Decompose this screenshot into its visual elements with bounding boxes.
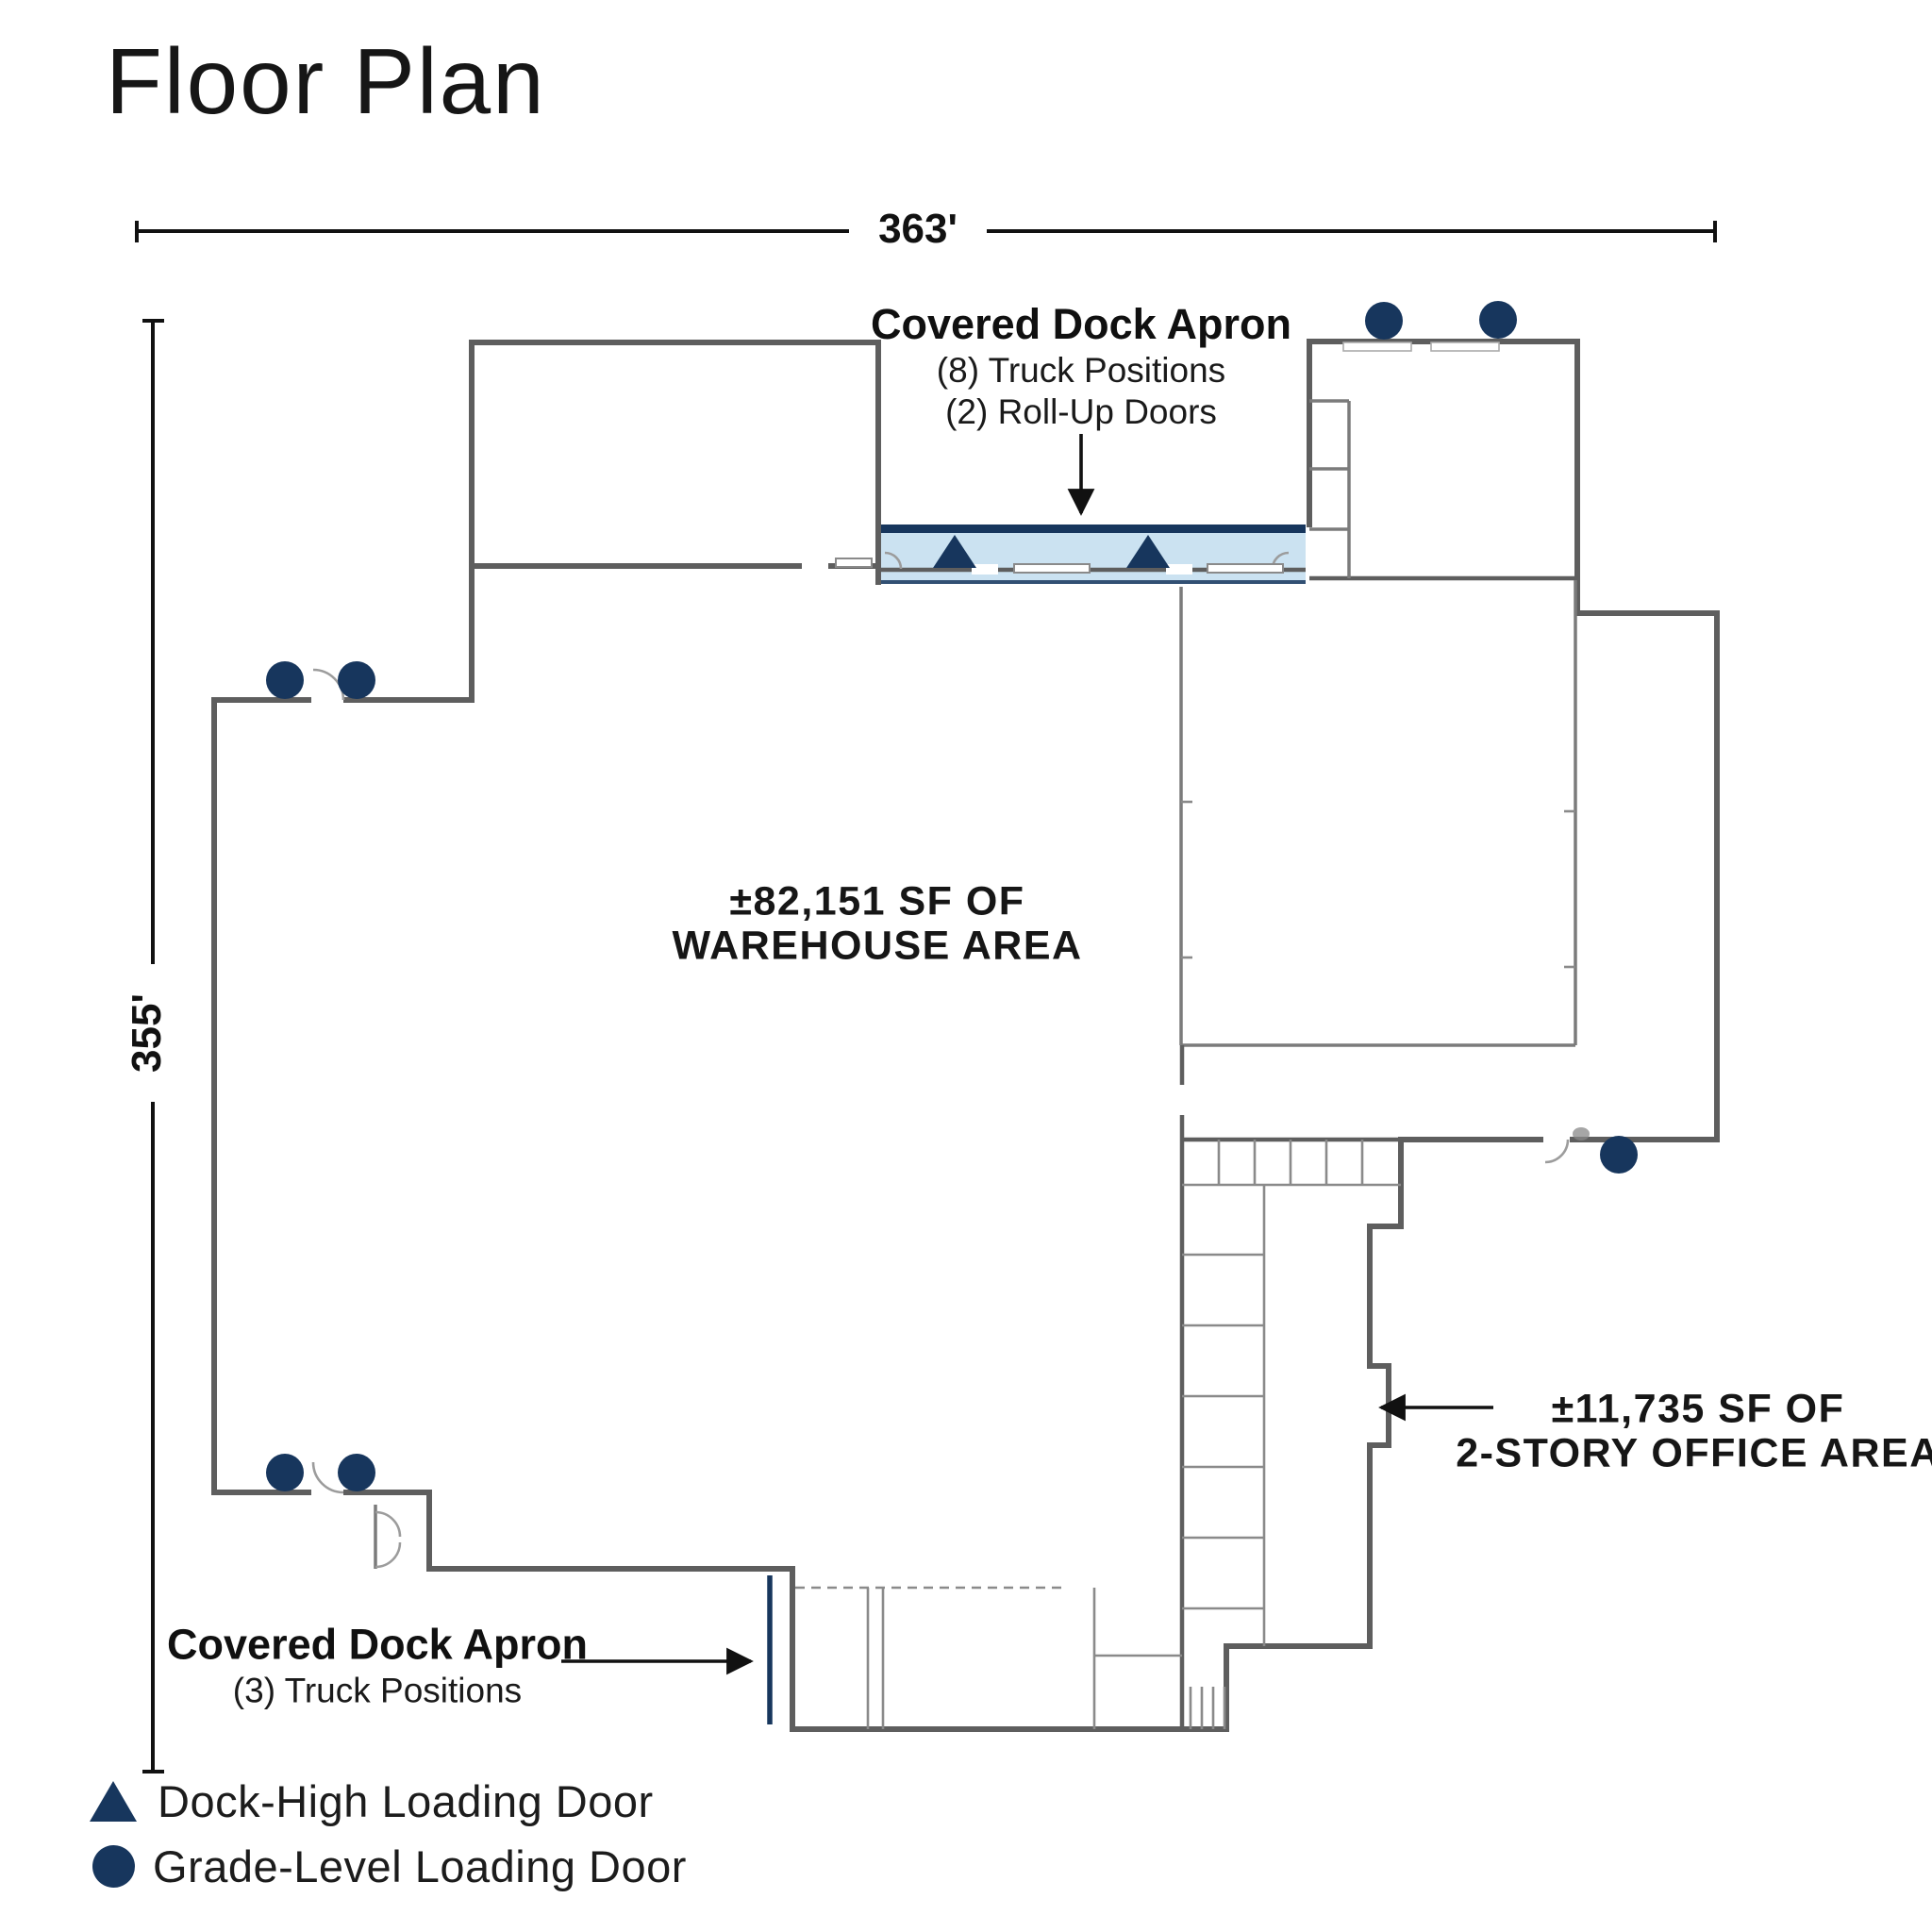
grade-level-loading-door-marker [1600, 1136, 1638, 1174]
office-area-label: ±11,735 SF OF 2-STORY OFFICE AREA [1456, 1386, 1932, 1477]
interior-walls [374, 399, 1577, 1729]
office-area-line1: ±11,735 SF OF [1551, 1386, 1845, 1432]
warehouse-area-line1: ±82,151 SF OF [729, 878, 1025, 924]
dimension-height-label: 355' [124, 993, 170, 1073]
grade-level-loading-door-marker [338, 661, 375, 699]
callout-dock-apron-bottom-line1: (3) Truck Positions [232, 1671, 523, 1710]
loading-door-markers [266, 301, 1638, 1491]
door-details [311, 341, 1590, 1569]
warehouse-area-line2: WAREHOUSE AREA [672, 924, 1083, 969]
legend-dock-high-label: Dock-High Loading Door [158, 1776, 654, 1826]
legend-row-grade-level: Grade-Level Loading Door [90, 1840, 687, 1892]
dock-high-door-icon [90, 1781, 137, 1822]
grade-level-loading-door-marker [1479, 301, 1517, 339]
callout-dock-apron-bottom: Covered Dock Apron (3) Truck Positions [167, 1620, 588, 1710]
callout-arrows [561, 434, 1493, 1675]
dimension-width-label: 363' [878, 206, 958, 252]
callout-dock-apron-top-title: Covered Dock Apron [871, 299, 1291, 348]
door-latch [1573, 1127, 1590, 1141]
grade-level-loading-door-marker [338, 1454, 375, 1491]
grade-level-door-icon [92, 1845, 135, 1888]
warehouse-area-label: ±82,151 SF OF WAREHOUSE AREA [672, 878, 1083, 970]
grade-level-loading-door-marker [266, 661, 304, 699]
office-area-line2: 2-STORY OFFICE AREA [1456, 1431, 1932, 1476]
page-title: Floor Plan [106, 29, 546, 133]
grade-level-loading-door-marker [1365, 302, 1403, 340]
dimension-lines [135, 221, 1717, 1773]
callout-dock-apron-top-line2: (2) Roll-Up Doors [945, 391, 1217, 431]
callout-dock-apron-top-line1: (8) Truck Positions [936, 350, 1226, 390]
callout-dock-apron-bottom-title: Covered Dock Apron [167, 1620, 588, 1669]
legend-grade-level-label: Grade-Level Loading Door [153, 1841, 687, 1891]
door-gaps [311, 560, 1570, 1498]
callout-dock-apron-top: Covered Dock Apron (8) Truck Positions (… [871, 299, 1291, 431]
dock-high-loading-door-marker [933, 535, 976, 568]
legend-row-dock-high: Dock-High Loading Door [90, 1775, 687, 1827]
dock-high-loading-door-marker [1126, 535, 1170, 568]
exterior-walls [211, 339, 1720, 1732]
grade-level-loading-door-marker [266, 1454, 304, 1491]
legend: Dock-High Loading Door Grade-Level Loadi… [90, 1775, 687, 1892]
